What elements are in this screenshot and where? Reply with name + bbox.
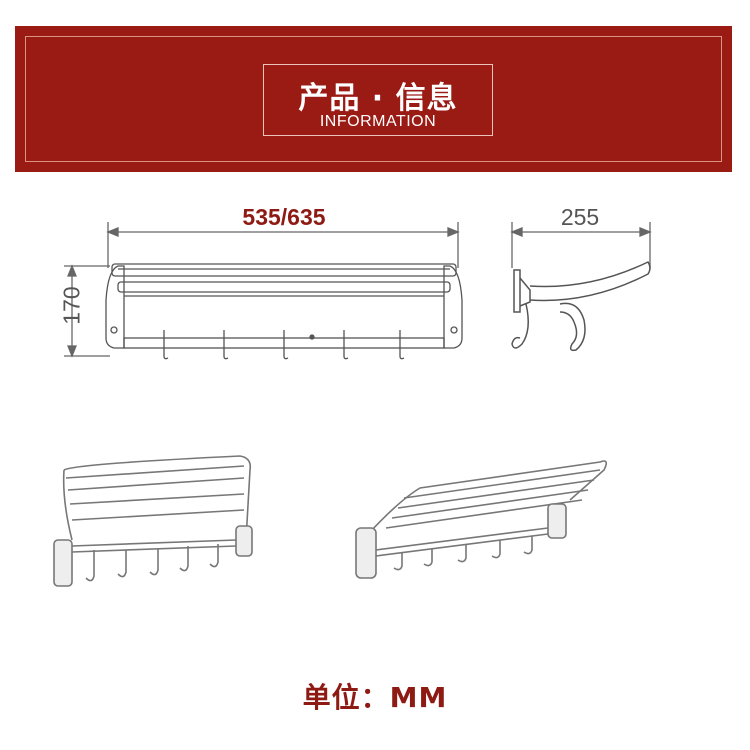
banner-frame [25,36,722,162]
height-dimension-line [64,264,110,358]
width-dimension-line [106,222,460,268]
header-banner: 产品 · 信息 INFORMATION [15,26,732,172]
depth-dimension-label: 255 [560,204,600,230]
page-subtitle: INFORMATION [319,113,437,130]
depth-dimension-line [510,222,652,268]
side-view-drawing [511,261,651,352]
width-dimension-label: 535/635 [242,204,326,230]
title-box: 产品 · 信息 INFORMATION [263,64,493,136]
page-title: 产品 · 信息 [298,81,458,116]
front-view-drawing [105,263,463,360]
product-photo-right [355,460,608,579]
height-dimension-label: 170 [58,286,85,325]
product-photo-left [53,455,253,587]
unit-label: 单位：MM [302,681,448,714]
